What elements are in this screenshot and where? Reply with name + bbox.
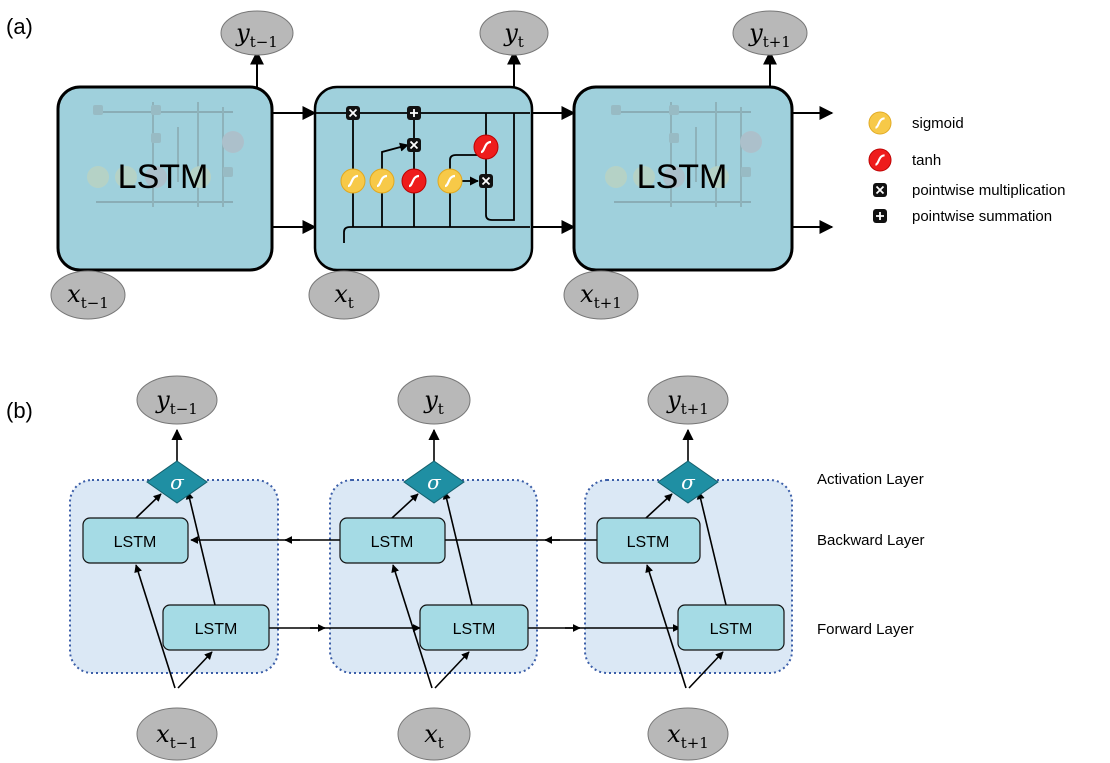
lstm-cell-t: [313, 85, 534, 272]
svg-text:LSTM: LSTM: [195, 621, 238, 638]
activation-diamond-t-plus-1: σ: [657, 460, 719, 504]
svg-text:yt: yt: [423, 386, 444, 418]
forward-lstm-t: LSTM: [419, 604, 529, 651]
output-node-b-t-plus-1: yt+1: [647, 375, 729, 425]
backward-layer-label: Backward Layer: [817, 532, 925, 549]
tanh-gate-1: [400, 167, 428, 195]
sigmoid-gate-2: [368, 167, 396, 195]
svg-text:LSTM: LSTM: [371, 534, 414, 551]
legend-tanh: tanh: [912, 152, 941, 169]
tanh-icon: [867, 147, 893, 173]
svg-text:yt−1: yt−1: [155, 386, 198, 418]
sum-gate: [406, 105, 422, 121]
multiply-icon: [872, 182, 888, 198]
svg-text:σ: σ: [427, 470, 442, 494]
output-node-a-t: yt: [479, 10, 549, 56]
legend-sigmoid: sigmoid: [912, 115, 964, 132]
forward-lstm-t-minus-1: LSTM: [162, 604, 270, 651]
legend: sigmoid tanh pointwise multiplication po…: [867, 110, 1065, 225]
mult-gate-output: [478, 173, 494, 189]
svg-text:xt−1: xt−1: [67, 280, 109, 312]
svg-text:LSTM: LSTM: [114, 534, 157, 551]
activation-diamond-t-minus-1: σ: [146, 460, 208, 504]
sigmoid-gate-1: [339, 167, 367, 195]
lstm-cell-t-minus-1: LSTM: [56, 85, 274, 272]
input-node-a-t-minus-1: xt−1: [50, 270, 126, 320]
svg-text:LSTM: LSTM: [453, 621, 496, 638]
sigmoid-icon: [867, 110, 893, 136]
input-node-a-t-plus-1: xt+1: [563, 270, 639, 320]
sigmoid-gate-3: [436, 167, 464, 195]
svg-text:xt: xt: [334, 280, 354, 312]
svg-text:xt−1: xt−1: [156, 720, 198, 752]
activation-diamond-t: σ: [403, 460, 465, 504]
svg-text:yt+1: yt+1: [666, 386, 709, 418]
svg-text:LSTM: LSTM: [627, 534, 670, 551]
input-node-b-t-minus-1: xt−1: [136, 707, 218, 761]
svg-text:xt: xt: [424, 720, 444, 752]
svg-text:xt+1: xt+1: [667, 720, 709, 752]
output-node-a-t-minus-1: yt−1: [220, 10, 294, 56]
lstm-cell-label: LSTM: [118, 158, 209, 196]
backward-lstm-t-minus-1: LSTM: [82, 517, 189, 564]
output-node-b-t-minus-1: yt−1: [136, 375, 218, 425]
svg-text:xt+1: xt+1: [580, 280, 622, 312]
panel-b-label: (b): [6, 398, 33, 423]
svg-text:yt: yt: [503, 19, 524, 51]
activation-layer-label: Activation Layer: [817, 471, 924, 488]
tanh-gate-2: [472, 133, 500, 161]
output-node-b-t: yt: [397, 375, 471, 425]
panel-a-label: (a): [6, 14, 33, 39]
plus-icon: [872, 208, 888, 224]
legend-mult: pointwise multiplication: [912, 182, 1065, 199]
output-node-a-t-plus-1: yt+1: [732, 10, 808, 56]
svg-text:σ: σ: [681, 470, 696, 494]
lstm-cell-label: LSTM: [637, 158, 728, 196]
backward-lstm-t: LSTM: [339, 517, 446, 564]
mult-gate-input: [406, 137, 422, 153]
input-node-b-t: xt: [397, 707, 471, 761]
mult-gate-forget: [345, 105, 361, 121]
input-node-a-t: xt: [308, 270, 380, 320]
svg-text:σ: σ: [170, 470, 185, 494]
forward-lstm-t-plus-1: LSTM: [677, 604, 785, 651]
lstm-cell-t-plus-1: LSTM: [572, 85, 794, 272]
backward-lstm-t-plus-1: LSTM: [596, 517, 701, 564]
input-node-b-t-plus-1: xt+1: [647, 707, 729, 761]
legend-sum: pointwise summation: [912, 208, 1052, 225]
svg-text:LSTM: LSTM: [710, 621, 753, 638]
svg-text:yt+1: yt+1: [748, 19, 791, 51]
svg-text:yt−1: yt−1: [235, 19, 278, 51]
forward-layer-label: Forward Layer: [817, 621, 914, 638]
